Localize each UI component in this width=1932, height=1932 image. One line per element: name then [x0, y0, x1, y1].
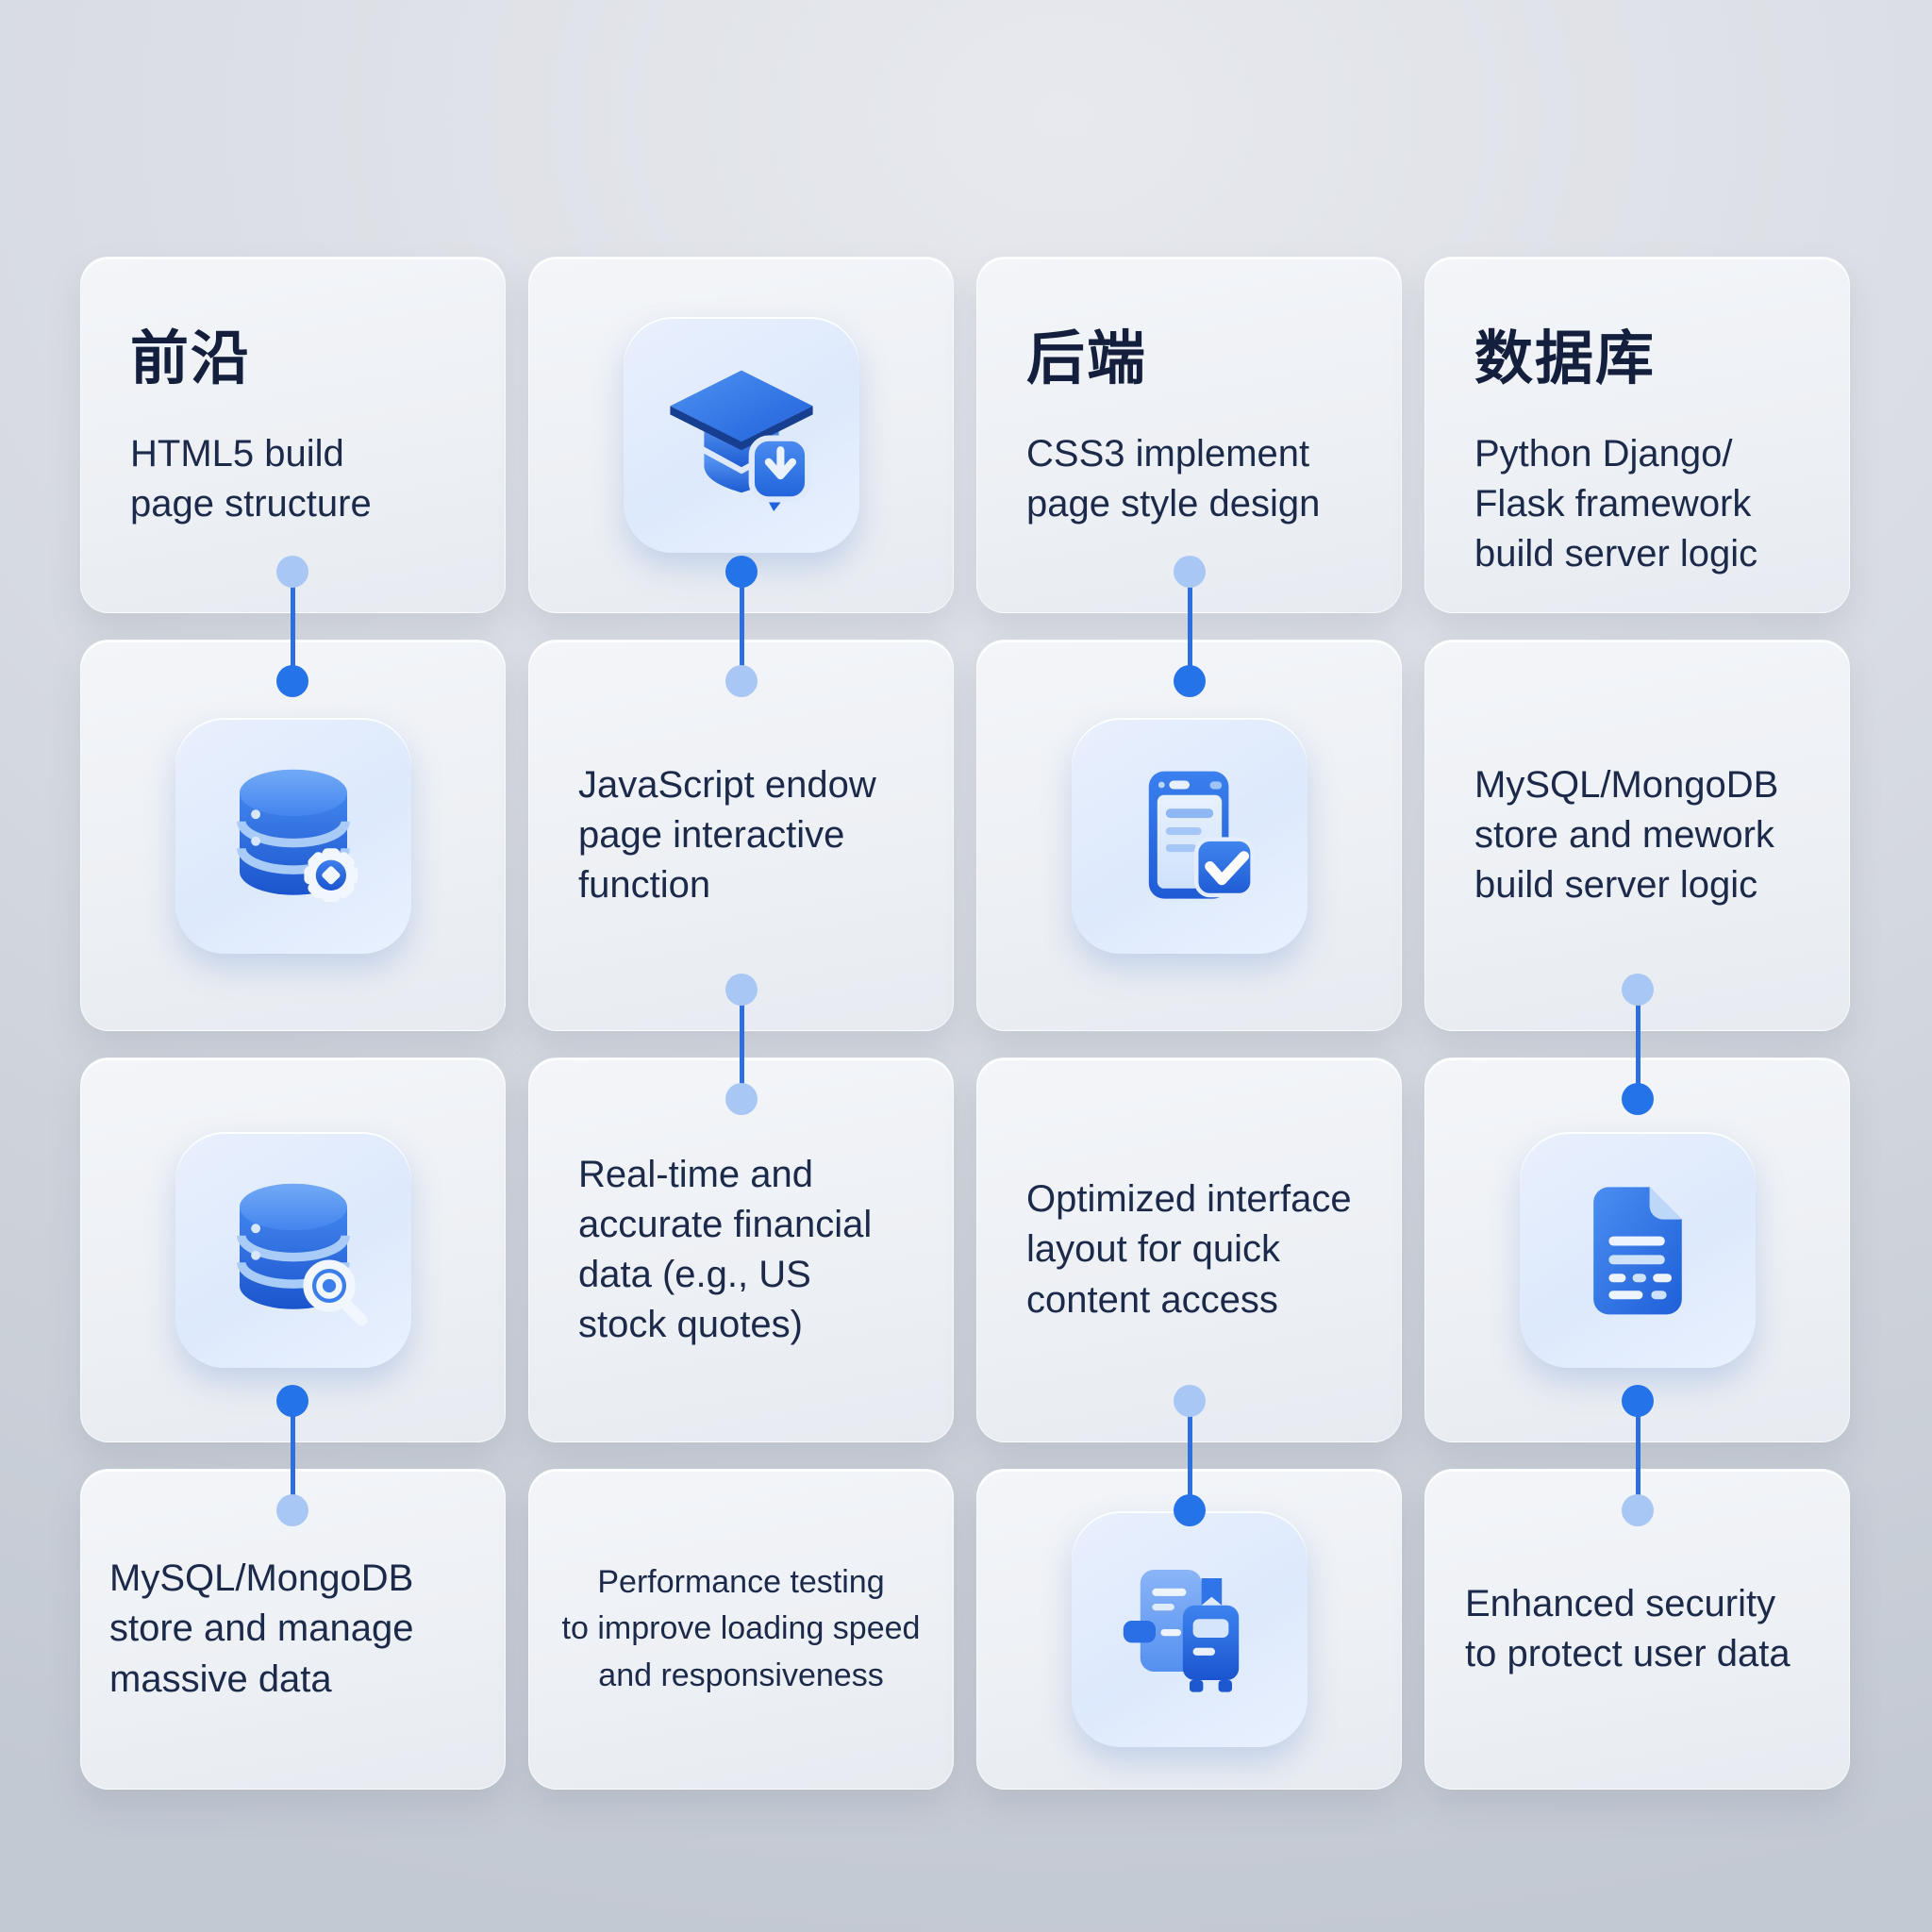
card-database-search-icon: [80, 1058, 506, 1442]
card-mysql-mongodb-server: MySQL/MongoDB store and mework build ser…: [1424, 640, 1850, 1031]
card-body: JavaScript endow page interactive functi…: [578, 763, 876, 907]
card-body: Optimized interface layout for quick con…: [1026, 1178, 1352, 1321]
icon-tile: [1071, 1511, 1307, 1747]
database-gear-icon: [236, 769, 358, 902]
card-security: Enhanced security to protect user data: [1424, 1469, 1850, 1790]
card-body: Python Django/ Flask framework build ser…: [1474, 433, 1758, 575]
icon-tile: [175, 1132, 411, 1368]
card-heading: 前沿: [130, 326, 252, 391]
card-frontend: 前沿 HTML5 build page structure: [80, 257, 506, 613]
card-optimized-layout: Optimized interface layout for quick con…: [976, 1058, 1402, 1442]
card-backend: 后端 CSS3 implement page style design: [976, 257, 1402, 613]
icon-tile: [623, 317, 859, 553]
card-body: Real-time and accurate financial data (e…: [578, 1153, 873, 1346]
card-javascript: JavaScript endow page interactive functi…: [528, 640, 954, 1031]
icon-tile: [1519, 1132, 1756, 1368]
docs-server-icon: [1123, 1570, 1239, 1692]
card-body: MySQL/MongoDB store and manage massive d…: [109, 1557, 414, 1700]
card-heading: 数据库: [1474, 326, 1657, 391]
database-search-icon: [236, 1183, 367, 1326]
card-database-gear-icon: [80, 640, 506, 1031]
card-database: 数据库 Python Django/ Flask framework build…: [1424, 257, 1850, 613]
card-education-icon: [528, 257, 954, 613]
card-financial-data: Real-time and accurate financial data (e…: [528, 1058, 954, 1442]
icon-tile: [1071, 717, 1307, 954]
graduation-cap-icon: [669, 370, 813, 511]
card-body: Performance testing to improve loading s…: [561, 1564, 921, 1693]
card-heading: 后端: [1026, 326, 1148, 391]
icon-tile: [175, 717, 411, 954]
card-phone-check-icon: [976, 640, 1402, 1031]
card-body: HTML5 build page structure: [130, 433, 372, 525]
phone-check-icon: [1148, 771, 1255, 899]
card-body: Enhanced security to protect user data: [1465, 1582, 1790, 1674]
card-mysql-mongodb-storage: MySQL/MongoDB store and manage massive d…: [80, 1469, 506, 1790]
card-document-icon: [1424, 1058, 1850, 1442]
card-body: MySQL/MongoDB store and mework build ser…: [1474, 763, 1779, 907]
card-docs-server-icon: [976, 1469, 1402, 1790]
card-grid: 前沿 HTML5 build page structure: [80, 257, 1850, 1790]
card-performance-testing: Performance testing to improve loading s…: [528, 1469, 954, 1790]
card-body: CSS3 implement page style design: [1026, 433, 1321, 525]
document-icon: [1592, 1187, 1682, 1315]
